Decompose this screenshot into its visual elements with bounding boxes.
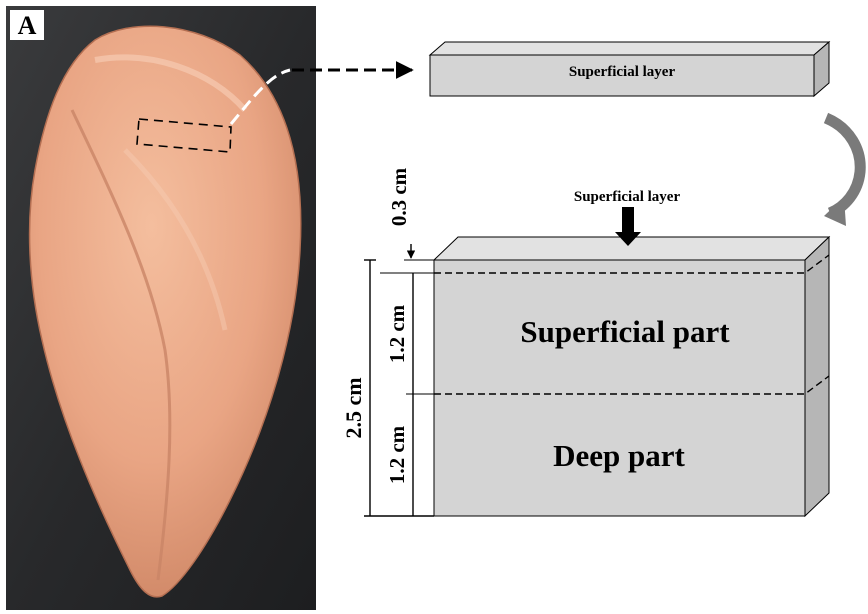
- photo-panel: A: [6, 6, 316, 610]
- superficial-layer-bar: Superficial layer: [430, 42, 829, 96]
- deep-part-label: Deep part: [553, 438, 685, 473]
- superficial-part-label: Superficial part: [520, 314, 730, 349]
- layer-bar-top-face: [430, 42, 829, 55]
- block-top-arrow-label: Superficial layer: [574, 189, 681, 205]
- total-thickness-label: 2.5 cm: [341, 377, 366, 438]
- sample-block: Superficial part Deep part: [434, 237, 829, 516]
- curved-arrow: [824, 118, 860, 226]
- layer-bar-label: Superficial layer: [569, 64, 676, 80]
- dimension-annotations: 0.3 cm 2.5 cm 1.2 cm 1.2 cm: [341, 167, 434, 516]
- deep-part-thickness-label: 1.2 cm: [385, 425, 409, 484]
- superficial-part-thickness-label: 1.2 cm: [385, 304, 409, 363]
- panel-label: A: [18, 11, 37, 40]
- block-front-face: [434, 260, 805, 516]
- layer-thickness-label: 0.3 cm: [387, 167, 411, 226]
- block-side-face: [805, 237, 829, 516]
